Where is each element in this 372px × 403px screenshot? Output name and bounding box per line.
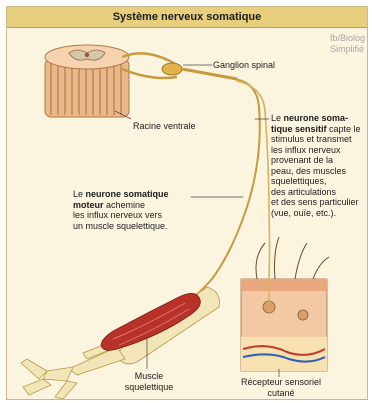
label-muscle-squelettique: Muscle squelettique [119, 371, 179, 392]
recepteur-line-1: Récepteur sensoriel [233, 377, 329, 388]
sensitif-line-4: les influx nerveux [271, 145, 361, 156]
sensitif-line-5: provenant de la [271, 155, 361, 166]
sensitif-bold-1: neurone soma- [284, 113, 349, 123]
moteur-bold-1: neurone somatique [86, 189, 169, 199]
sensitif-line-3: stimulus et transmet [271, 134, 361, 145]
skin-receptor [241, 237, 329, 371]
sensitif-bold-2: tique sensitif [271, 124, 327, 134]
sensitif-line-10: (vue, ouïe, etc.). [271, 208, 361, 219]
label-neurone-sensitif: Le neurone soma- tique sensitif capte le… [271, 113, 361, 218]
sensitif-line-7: squelettiques, [271, 176, 361, 187]
sensitif-line-8: des articulations [271, 187, 361, 198]
muscle-line-2: squelettique [119, 382, 179, 393]
sensitif-line-6: peau, des muscles [271, 166, 361, 177]
recepteur-line-2: cutané [233, 388, 329, 399]
label-recepteur-sensoriel: Récepteur sensoriel cutané [233, 377, 329, 398]
label-neurone-moteur: Le neurone somatique moteur achemine les… [73, 189, 169, 231]
muscle-line-1: Muscle [119, 371, 179, 382]
spinal-cord [45, 45, 129, 117]
sensitif-prefix: Le [271, 113, 284, 123]
moteur-line-4: un muscle squelettique. [73, 221, 169, 232]
moteur-line2-rest: achemine [104, 200, 146, 210]
moteur-bold-2: moteur [73, 200, 104, 210]
ganglion-spinal [162, 63, 182, 75]
sensitif-line2-rest: capte le [327, 124, 361, 134]
moteur-prefix: Le [73, 189, 86, 199]
sensitif-line-9: et des sens particulier [271, 197, 361, 208]
moteur-line-3: les influx nerveux vers [73, 210, 169, 221]
diagram-frame: Système nerveux somatique fb/Biolog Simp… [6, 6, 368, 400]
label-ganglion-spinal: Ganglion spinal [213, 60, 275, 71]
label-racine-ventrale: Racine ventrale [133, 121, 196, 132]
